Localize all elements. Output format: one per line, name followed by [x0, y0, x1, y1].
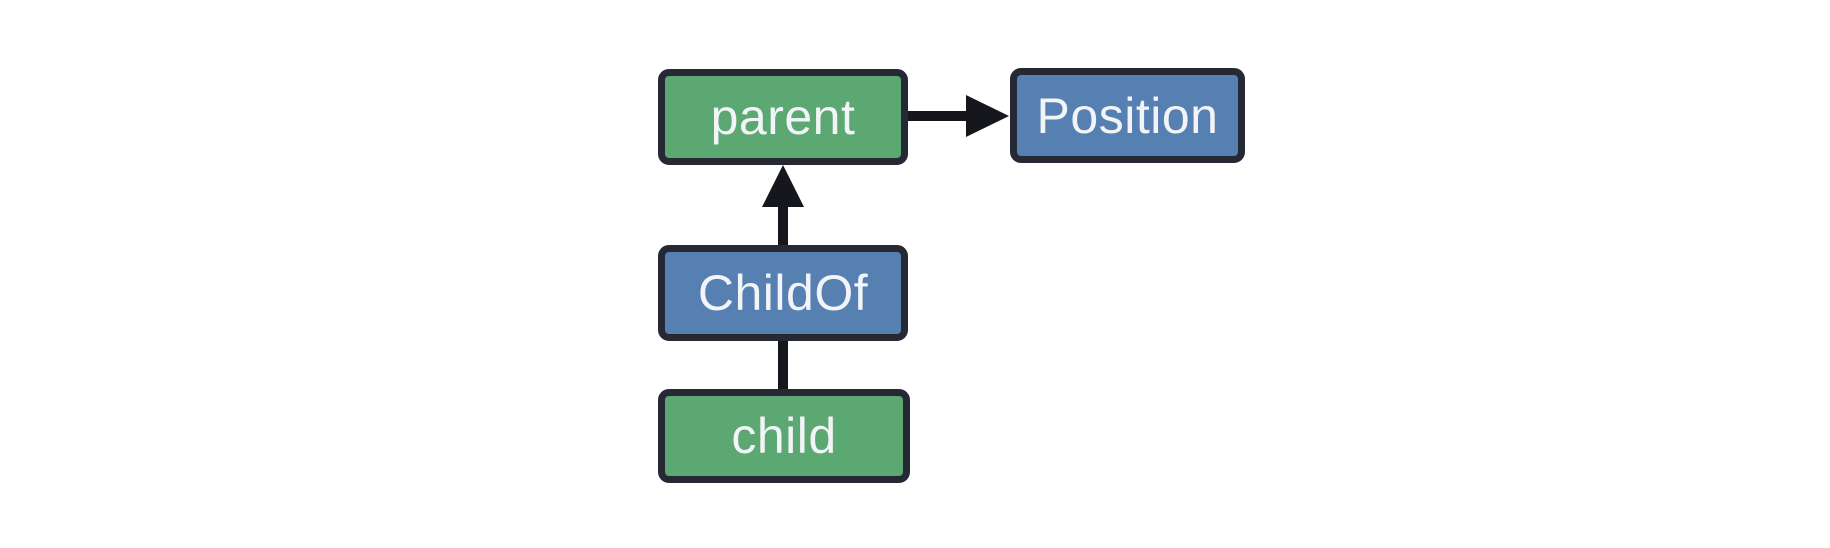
- node-position-label: Position: [1036, 87, 1219, 144]
- node-childof: ChildOf: [658, 245, 908, 341]
- node-position: Position: [1010, 68, 1245, 163]
- edge-childof-to-parent: [762, 165, 804, 247]
- node-parent-label: parent: [710, 89, 856, 145]
- node-child-label: child: [731, 408, 837, 464]
- node-child: child: [658, 389, 910, 483]
- edge-childof-to-parent-arrowhead-icon: [762, 165, 804, 207]
- edge-parent-to-position: [905, 95, 1009, 137]
- node-childof-label: ChildOf: [697, 265, 869, 321]
- edge-parent-to-position-arrowhead-icon: [966, 95, 1009, 137]
- node-parent: parent: [658, 69, 908, 165]
